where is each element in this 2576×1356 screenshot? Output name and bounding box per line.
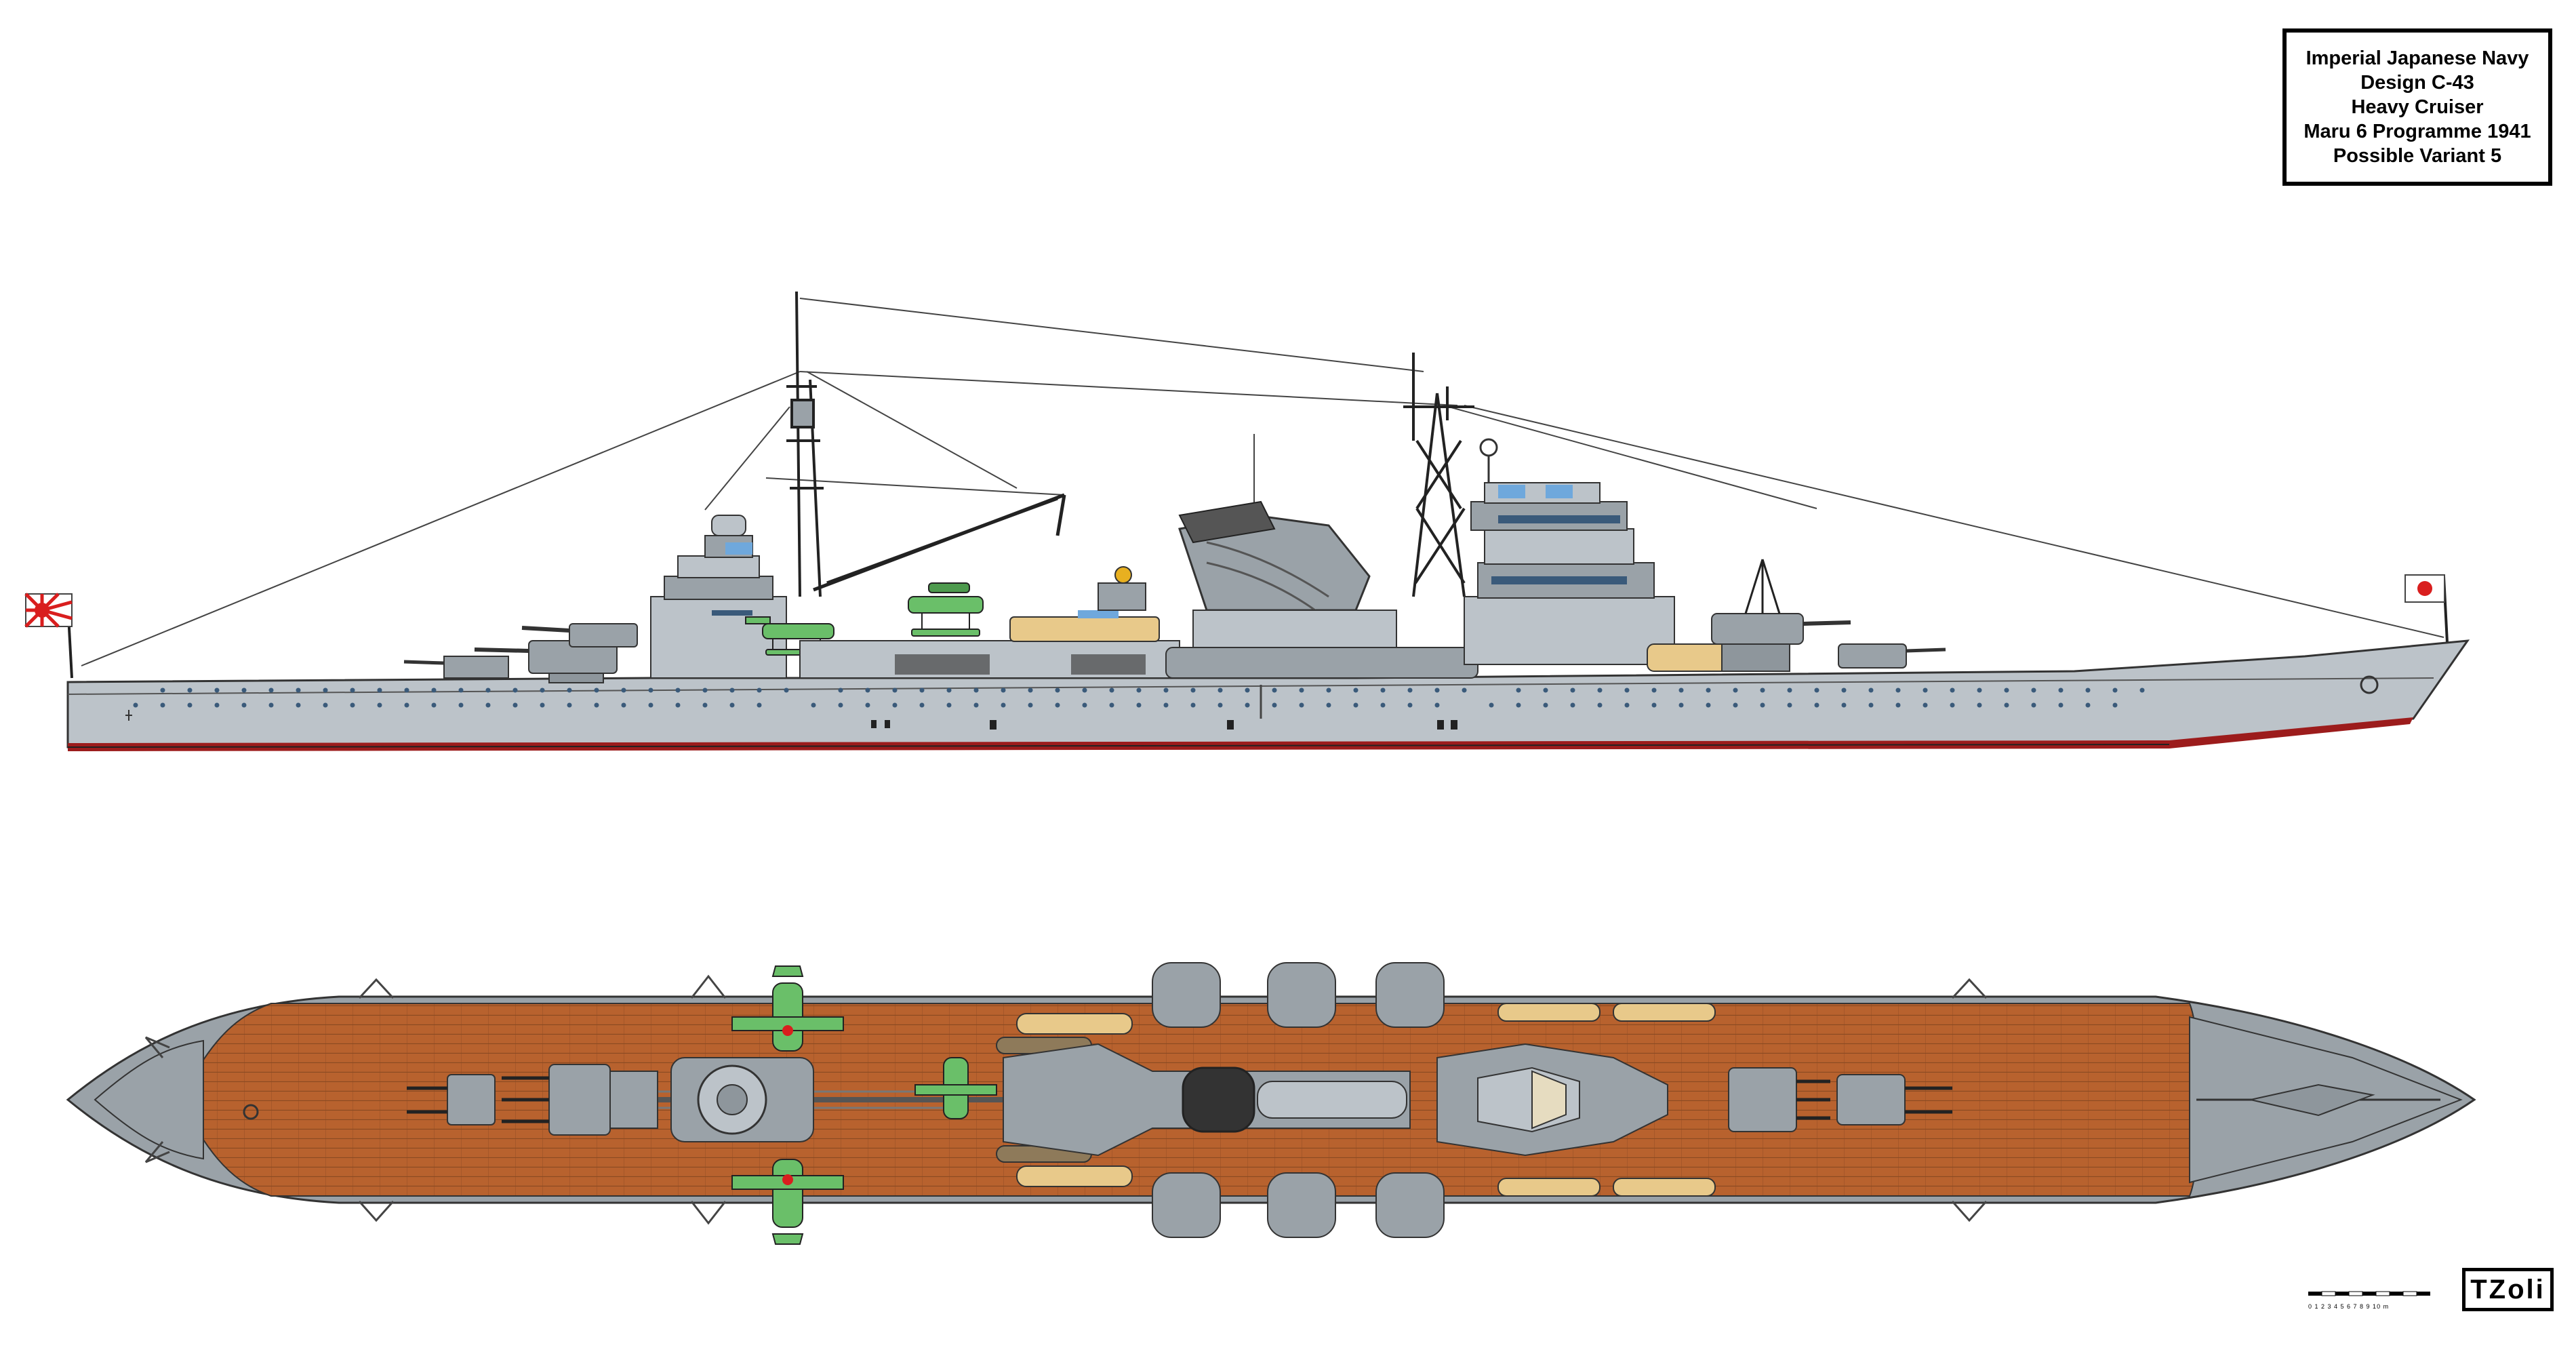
title-line-programme: Maru 6 Programme 1941 (2303, 121, 2531, 142)
forward-turret-2 (1838, 643, 1946, 669)
forward-turret-1 (1711, 613, 1851, 672)
aft-control-top (670, 1057, 814, 1142)
top-aircraft-3 (914, 1057, 997, 1119)
title-line-variant: Possible Variant 5 (2333, 145, 2502, 167)
scale-bar-graphic (2308, 1291, 2430, 1296)
funnel (1165, 500, 1478, 679)
dp-mounts (1152, 962, 1445, 1238)
foremast (1403, 353, 1474, 597)
aft-mast (786, 291, 824, 597)
portholes (133, 687, 2145, 708)
scale-bar-label: 0 1 2 3 4 5 6 7 8 9 10 m (2308, 1303, 2390, 1310)
title-line-type: Heavy Cruiser (2351, 96, 2484, 118)
midship-deckhouse (799, 566, 1180, 679)
forward-turrets-top (1728, 1067, 1952, 1132)
top-view (66, 962, 2476, 1245)
midship-top (1003, 1043, 1411, 1157)
aft-turrets-top (407, 1064, 658, 1136)
boot-topping (68, 717, 2413, 751)
bridge-top (1436, 1043, 1668, 1157)
top-aircraft-2 (731, 1159, 844, 1245)
side-profile (24, 291, 2470, 751)
aft-turret-1 (521, 623, 638, 647)
forward-tripod (1744, 559, 1781, 614)
aft-turret-3 (403, 656, 509, 679)
bridge-tower (1464, 438, 1743, 672)
top-aircraft-1 (731, 965, 844, 1052)
rising-sun-ensign-icon (24, 593, 73, 679)
artist-signature: TZoli (2462, 1268, 2554, 1311)
title-block: Imperial Japanese Navy Design C-43 Heavy… (2282, 28, 2552, 186)
jack-flag-icon (2404, 574, 2449, 643)
aircraft-crane (813, 493, 1066, 592)
boom-outriggers (144, 974, 1988, 1225)
hull-hatches (871, 720, 1457, 730)
title-line-navy: Imperial Japanese Navy (2306, 47, 2529, 69)
aft-turret-2 (474, 640, 618, 683)
title-line-design: Design C-43 (2360, 72, 2474, 94)
rigging-wires (81, 298, 2444, 666)
